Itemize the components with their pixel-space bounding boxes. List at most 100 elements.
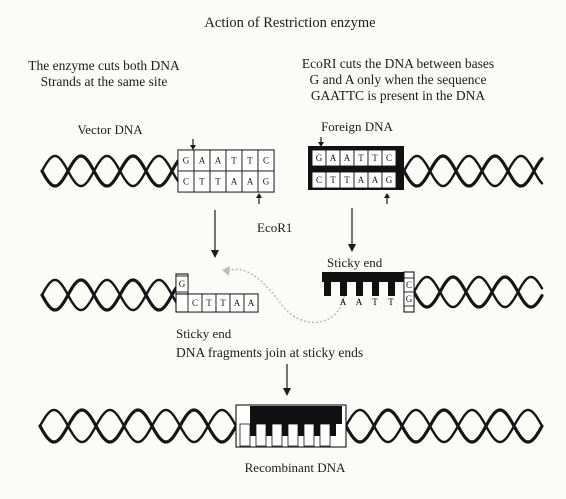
vector-sticky-top-base: G (175, 275, 189, 293)
vector-cut-helix (40, 278, 178, 312)
foreign-cut-site-arrow-bottom (384, 193, 390, 204)
base-letter: T (372, 297, 378, 307)
foreign-cut-site-arrow-top (318, 137, 324, 147)
base-letter: A (234, 298, 241, 308)
foreign-down-arrow (348, 208, 356, 252)
base-letter: A (330, 153, 337, 163)
recombinant-dna-helix (38, 408, 544, 444)
foreign-cut-strand-b (412, 275, 544, 309)
recombinant-joined-bases (239, 406, 336, 447)
left-caption-line-1: The enzyme cuts both DNA (28, 58, 180, 73)
foreign-sticky-teeth (324, 282, 395, 296)
joined-base-tooth (298, 406, 304, 436)
vector-dna-helix (40, 154, 180, 188)
base-letter: T (206, 298, 212, 308)
vector-cut-site-arrow-bottom (256, 193, 262, 204)
foreign-dna-helix (402, 154, 544, 188)
vector-dna-label: Vector DNA (77, 122, 143, 137)
sticky-tooth (356, 282, 363, 296)
base-letter: G (316, 153, 323, 163)
joined-base-key (287, 423, 299, 447)
vector-cut-strand-b (40, 278, 178, 312)
joined-base-tooth (330, 406, 336, 436)
base-letter: T (388, 297, 394, 307)
base-letter: C (192, 298, 198, 308)
joined-base-tooth (266, 406, 272, 436)
recombinant-right-strand-b (344, 408, 544, 444)
base-letter: C (263, 156, 269, 166)
vector-down-arrow (211, 210, 219, 258)
joined-base-key (271, 423, 283, 447)
base-letter: A (199, 156, 206, 166)
vector-cut-strand-a (40, 278, 178, 312)
base-letter: T (215, 177, 221, 187)
base-letter: T (199, 177, 205, 187)
joined-base-key (255, 423, 267, 447)
foreign-strand-b (402, 154, 544, 188)
ecor1-label: EcoR1 (257, 220, 292, 235)
joined-base-tooth (314, 406, 320, 436)
joining-curved-arrow (222, 266, 346, 324)
left-caption-line-2: Strands at the same site (41, 74, 168, 89)
base-letter: A (231, 177, 238, 187)
base-letter: G (183, 156, 190, 166)
right-caption-line-1: EcoRI cuts the DNA between bases (302, 56, 494, 71)
base-cell (403, 291, 415, 307)
sticky-tooth (324, 282, 331, 296)
join-caption: DNA fragments join at sticky ends (176, 345, 363, 360)
base-letter: G (263, 177, 270, 187)
base-letter: C (386, 153, 392, 163)
joined-base-key (303, 423, 315, 447)
base-letter: T (330, 175, 336, 185)
base-letter: A (358, 175, 365, 185)
join-down-arrow (283, 364, 291, 396)
sticky-end-label-left: Sticky end (176, 326, 232, 341)
sticky-tooth (388, 282, 395, 296)
base-cell (381, 149, 397, 167)
vector-cut-site-arrow-top (190, 139, 196, 150)
recombinant-dna-label: Recombinant DNA (245, 460, 346, 475)
base-letter: A (340, 297, 347, 307)
diagram-title: Action of Restriction enzyme (204, 15, 375, 31)
recombinant-left-strand-a (38, 408, 238, 444)
sticky-end-label-right: Sticky end (327, 255, 383, 270)
vector-strand-a (40, 154, 180, 188)
base-letter: T (372, 153, 378, 163)
foreign-sticky-right-bases: CG (403, 277, 415, 307)
base-letter: A (356, 297, 363, 307)
base-letter: A (372, 175, 379, 185)
base-letter: A (248, 298, 255, 308)
base-letter: C (406, 280, 412, 290)
base-letter: C (316, 175, 322, 185)
recombinant-left-strand-b (38, 408, 238, 444)
joined-base-tooth (250, 406, 256, 436)
base-letter: G (406, 294, 413, 304)
joined-base-key (239, 423, 251, 447)
sticky-tooth (372, 282, 379, 296)
base-letter: T (358, 153, 364, 163)
base-letter: G (179, 279, 186, 289)
foreign-dna-label: Foreign DNA (321, 119, 393, 134)
right-caption-line-3: GAATTC is present in the DNA (311, 88, 486, 103)
base-letter: C (183, 177, 189, 187)
base-cell (243, 293, 259, 313)
foreign-cut-helix (412, 275, 544, 309)
joined-base-key (319, 423, 331, 447)
base-cell (175, 275, 189, 293)
base-letter: T (344, 175, 350, 185)
recombinant-right-strand-a (344, 408, 544, 444)
foreign-strand-a (402, 154, 544, 188)
vector-strand-b (40, 154, 180, 188)
foreign-cut-strand-a (412, 275, 544, 309)
base-letter: A (344, 153, 351, 163)
base-cell (381, 171, 397, 189)
